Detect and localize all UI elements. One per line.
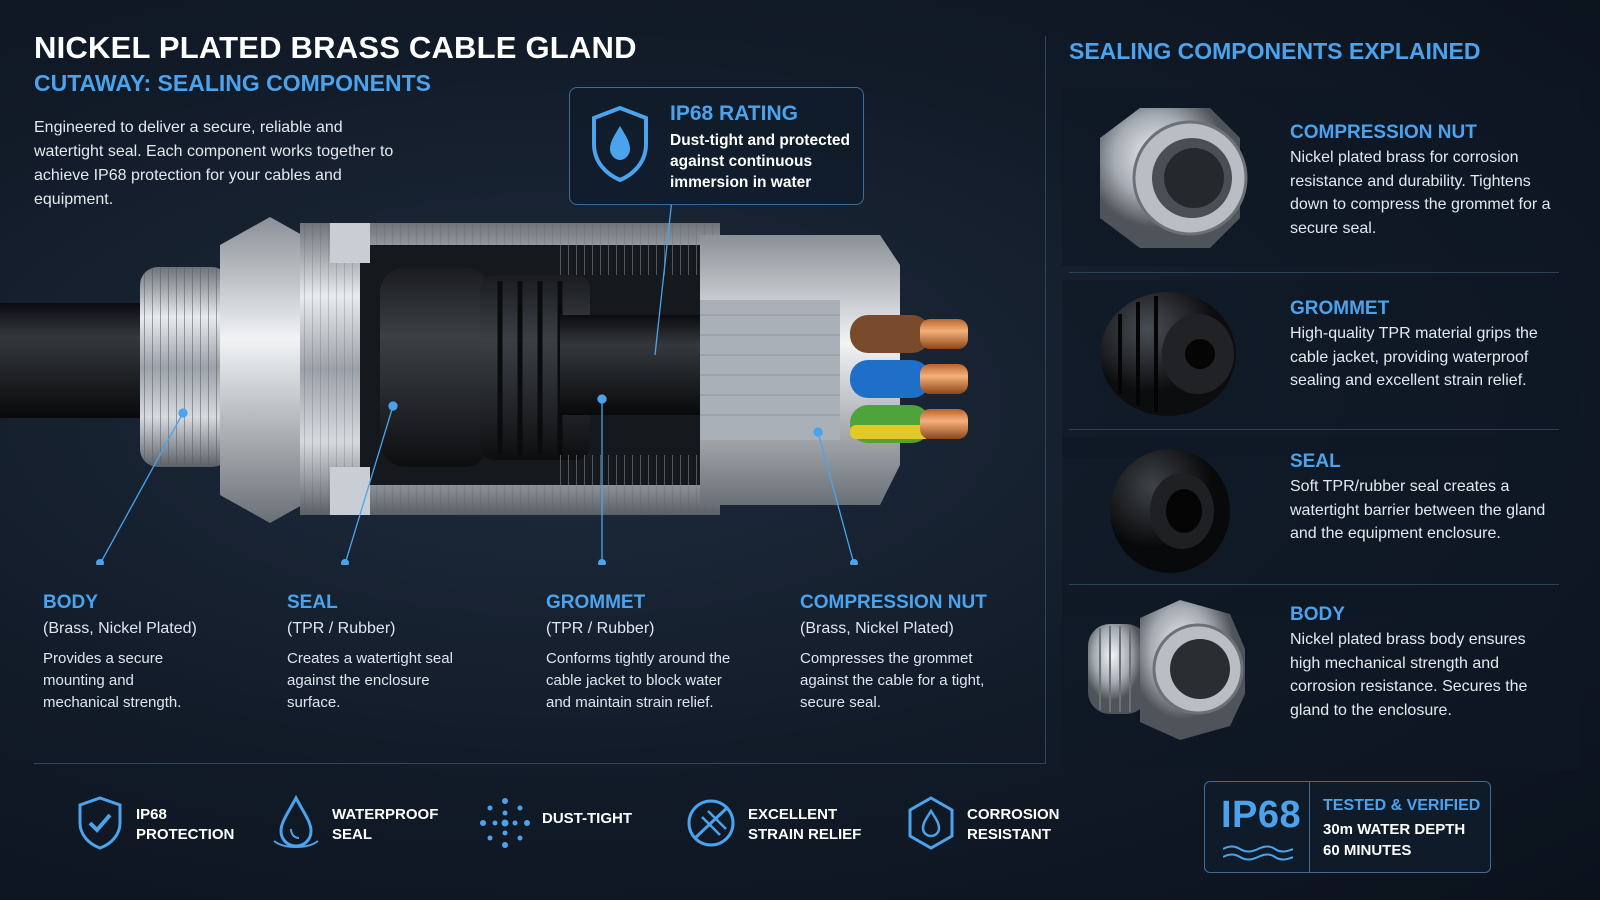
component-card-seal: SEAL Soft TPR/rubber seal creates a wate… [1062, 437, 1580, 615]
ip68-tested-badge: IP68 TESTED & VERIFIED 30m WATER DEPTH 6… [1204, 781, 1491, 873]
card-compression-nut-text: Nickel plated brass for corrosion resist… [1290, 149, 1551, 237]
feature-dust-tight-label: DUST-TIGHT [542, 810, 632, 827]
right-separator [1069, 272, 1559, 273]
ip68-callout-title: IP68 RATING [670, 102, 798, 125]
horizontal-divider [34, 763, 1046, 764]
dust-dots-icon [480, 798, 530, 848]
label-compression-nut-text: Compresses the grommet against the cable… [800, 650, 985, 711]
label-grommet-name: GROMMET [546, 592, 646, 613]
card-compression-nut-title: COMPRESSION NUT [1290, 122, 1477, 143]
badge-line-depth: 30m WATER DEPTH [1323, 821, 1466, 838]
waves-icon [1223, 845, 1293, 861]
label-compression-nut: COMPRESSION NUT (Brass, Nickel Plated) C… [800, 592, 1030, 714]
feature-waterproof-seal: WATERPROOF SEAL [272, 793, 442, 853]
badge-heading: TESTED & VERIFIED [1323, 797, 1481, 814]
card-seal-text: Soft TPR/rubber seal creates a watertigh… [1290, 478, 1546, 542]
card-seal-title: SEAL [1290, 451, 1341, 472]
feature-strain-relief-label: EXCELLENT STRAIN RELIEF [748, 806, 862, 843]
vertical-divider [1045, 36, 1046, 764]
water-drop-icon [273, 795, 319, 848]
cable-gland-cutaway-illustration [0, 205, 968, 565]
seal-image [1110, 449, 1230, 573]
feature-corrosion-resistant: CORROSION RESISTANT [907, 793, 1060, 853]
feature-waterproof-seal-label: WATERPROOF SEAL [332, 806, 439, 843]
right-separator [1069, 429, 1559, 430]
badge-divider [1309, 782, 1310, 872]
shield-check-icon [78, 796, 122, 850]
ip68-callout: IP68 RATING Dust-tight and protected aga… [569, 87, 864, 205]
strain-relief-icon [687, 799, 735, 847]
page-subtitle: CUTAWAY: SEALING COMPONENTS [34, 70, 431, 96]
page-title: NICKEL PLATED BRASS CABLE GLAND [34, 30, 637, 65]
label-compression-nut-material: (Brass, Nickel Plated) [800, 620, 954, 637]
label-grommet: GROMMET (TPR / Rubber) Conforms tightly … [546, 592, 776, 714]
component-card-grommet: GROMMET High-quality TPR material grips … [1062, 280, 1580, 458]
feature-corrosion-resistant-label: CORROSION RESISTANT [967, 806, 1060, 843]
body-image [1088, 600, 1245, 740]
label-grommet-text: Conforms tightly around the cable jacket… [546, 650, 731, 711]
right-panel-heading: SEALING COMPONENTS EXPLAINED [1069, 38, 1481, 64]
feature-strain-relief: EXCELLENT STRAIN RELIEF [686, 793, 876, 853]
label-grommet-material: (TPR / Rubber) [546, 620, 655, 637]
card-body-title: BODY [1290, 604, 1345, 625]
right-separator [1069, 584, 1559, 585]
label-seal-material: (TPR / Rubber) [287, 620, 396, 637]
label-seal: SEAL (TPR / Rubber) Creates a watertight… [287, 592, 517, 714]
card-grommet-title: GROMMET [1290, 298, 1390, 319]
label-compression-nut-name: COMPRESSION NUT [800, 592, 987, 613]
badge-rating: IP68 [1221, 794, 1302, 836]
ip68-callout-text: Dust-tight and protected against continu… [670, 132, 850, 191]
component-card-body: BODY Nickel plated brass body ensures hi… [1062, 592, 1580, 770]
card-grommet-text: High-quality TPR material grips the cabl… [1290, 325, 1538, 389]
card-body-text: Nickel plated brass body ensures high me… [1290, 631, 1528, 719]
label-seal-name: SEAL [287, 592, 338, 613]
intro-text: Engineered to deliver a secure, reliable… [34, 119, 394, 208]
feature-ip68-protection-label: IP68 PROTECTION [136, 806, 235, 843]
compression-nut-image [1100, 108, 1248, 248]
component-card-compression-nut: COMPRESSION NUT Nickel plated brass for … [1062, 88, 1580, 266]
feature-dust-tight: DUST-TIGHT [480, 793, 640, 853]
label-body: BODY (Brass, Nickel Plated) Provides a s… [43, 592, 273, 714]
grommet-image [1100, 292, 1236, 416]
label-body-text: Provides a secure mounting and mechanica… [43, 650, 182, 711]
hexagon-drop-icon [908, 796, 954, 850]
badge-line-duration: 60 MINUTES [1323, 842, 1412, 859]
label-seal-text: Creates a watertight seal against the en… [287, 650, 453, 711]
label-body-material: (Brass, Nickel Plated) [43, 620, 197, 637]
shield-water-drop-icon [592, 105, 648, 183]
feature-ip68-protection: IP68 PROTECTION [76, 793, 246, 853]
label-body-name: BODY [43, 592, 98, 613]
